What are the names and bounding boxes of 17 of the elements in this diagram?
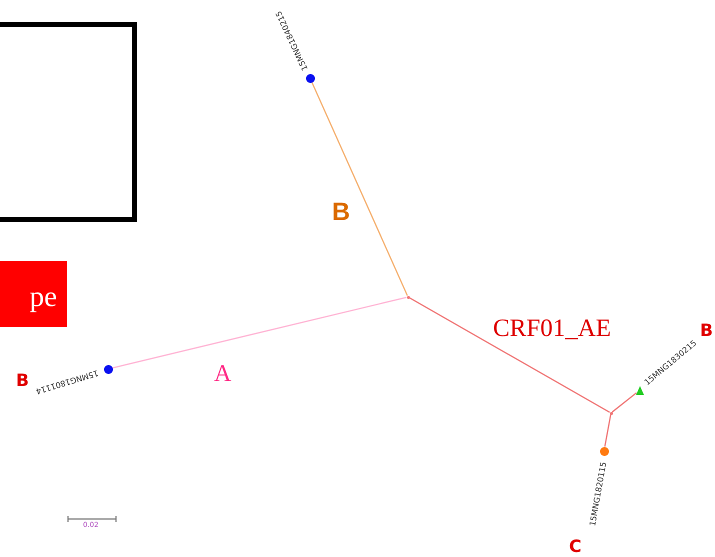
leaf-dot	[104, 364, 112, 374]
subtype-label: C	[569, 538, 582, 556]
leaf-dot	[600, 446, 608, 456]
leaf-dot	[306, 74, 314, 82]
tree-branch	[612, 392, 637, 413]
branch-point	[610, 412, 612, 414]
leaf-triangle	[636, 386, 644, 394]
tree-branch	[604, 414, 612, 447]
branch-point	[406, 296, 410, 298]
subtype-label: B	[700, 322, 713, 340]
tree-branch	[311, 82, 408, 296]
label-banner: pe	[0, 261, 67, 327]
tree-branch	[112, 296, 407, 369]
empty-frame	[0, 22, 137, 222]
clade-label: CRF01_AE	[493, 316, 612, 341]
subtype-label: B	[16, 372, 29, 390]
tree-branch	[408, 297, 610, 413]
